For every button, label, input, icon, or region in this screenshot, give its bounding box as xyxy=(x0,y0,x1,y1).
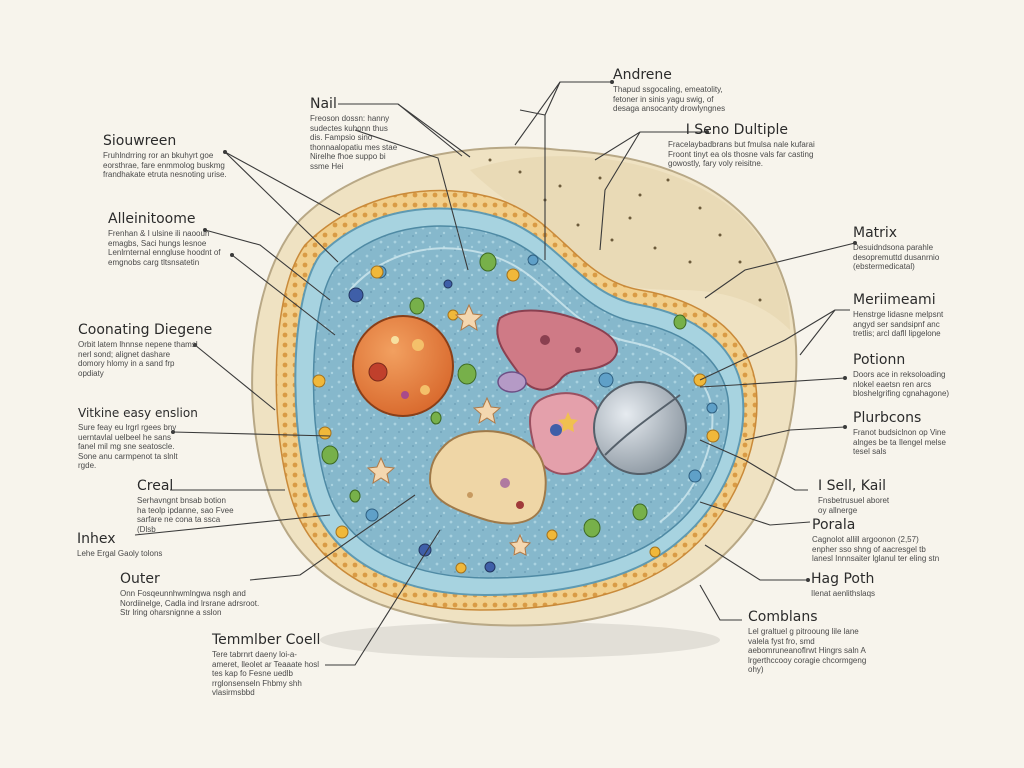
label-title: Hag Poth xyxy=(811,571,875,587)
lysosome xyxy=(529,392,603,475)
vacuole-spot xyxy=(500,478,510,488)
label-description: Onn Fosqeunnhwmlngwa nsgh and Nordiinelg… xyxy=(120,589,260,617)
label-title: Plurbcons xyxy=(853,410,922,426)
nucleus-granule xyxy=(412,339,424,351)
label-description: Frenhan & I ulsine ili naooun emagbs, Sa… xyxy=(108,229,221,267)
nucleolus xyxy=(368,362,388,382)
label-nail: Nail Freoson dossn: hanny sudectes kuhon… xyxy=(310,96,402,171)
label-description: Freoson dossn: hanny sudectes kuhonn thu… xyxy=(310,114,398,171)
label-matrix: Matrix Desuidndsona parahle desopremuttd… xyxy=(853,225,968,272)
vacuole-spot xyxy=(467,492,473,498)
lysosome-star xyxy=(558,412,578,432)
label-title: Alleinitoome xyxy=(108,211,196,227)
label-title: Creal xyxy=(137,478,174,494)
inner-membrane-line xyxy=(349,247,714,523)
label-title: I Sell, Kail xyxy=(818,478,887,494)
vacuole-spot xyxy=(516,501,524,509)
label-description: Fruhlndrring ror an bkuhyrt goe eorsthra… xyxy=(103,151,227,179)
label-description: Fracelaybadbrans but fmulsa nale kufarai… xyxy=(668,140,815,168)
golgi-body xyxy=(496,309,619,391)
leader-lines xyxy=(134,81,856,666)
label-title: Vitkine easy enslion xyxy=(78,406,198,420)
label-meriimeami: Meriimeami Henstrge lidasne melpsnt angy… xyxy=(853,292,953,339)
small-organelles xyxy=(321,252,718,573)
label-alleinitoome: Alleinitoome Frenhan & I ulsine ili naoo… xyxy=(108,211,223,267)
label-title: Coonating Diegene xyxy=(78,322,213,338)
label-description: Sure feay eu lrgrl rgees bny uerntavlal … xyxy=(78,423,178,470)
mitochondrion-fold xyxy=(604,394,681,456)
label-plurbcons: Plurbcons Franot budsiclnon op Vine alng… xyxy=(853,410,953,457)
label-description: Cagnolot allill argoonon (2,57) enpher s… xyxy=(812,535,940,563)
label-title: Andrene xyxy=(613,67,672,83)
label-title: Nail xyxy=(310,96,337,112)
label-outer: Outer Onn Fosqeunnhwmlngwa nsgh and Nord… xyxy=(120,571,260,618)
label-title: Porala xyxy=(812,517,856,533)
label-coonating-diegene: Coonating Diegene Orbit latem lhnnse nep… xyxy=(78,322,213,378)
label-potionn: Potionn Doors ace in reksoloading nlokel… xyxy=(853,352,953,399)
label-title: Matrix xyxy=(853,225,898,241)
golgi-spot xyxy=(575,347,581,353)
label-title: I Seno Dultiple xyxy=(685,122,788,138)
label-porala: Porala Cagnolot allill argoonon (2,57) e… xyxy=(812,517,944,564)
label-description: Orbit latem lhnnse nepene thamsl nerl so… xyxy=(78,340,198,378)
nucleus xyxy=(352,315,454,417)
label-vitkine: Vitkine easy enslion Sure feay eu lrgrl … xyxy=(78,405,198,471)
wall-speckles xyxy=(488,158,762,302)
vacuole xyxy=(428,430,547,525)
nucleus-granule xyxy=(420,385,430,395)
label-i-seno-dultiple: I Seno Dultiple Fracelaybadbrans but fmu… xyxy=(668,122,823,169)
leader-dots xyxy=(171,80,857,582)
label-siouwreen: Siouwreen Fruhlndrring ror an bkuhyrt go… xyxy=(103,133,231,180)
label-title: Outer xyxy=(120,571,160,587)
lysosome-spot xyxy=(550,424,562,436)
label-description: Franot budsiclnon op Vine alnges be ta I… xyxy=(853,428,946,456)
nucleus-granule xyxy=(401,391,409,399)
label-creal: Creal Serhavngnt bnsab botion ha teolp i… xyxy=(137,478,237,534)
label-description: Fnsbetrusuel aboret oy allnerge xyxy=(818,496,890,515)
label-description: Lel graltuel g pitrooung lile lane valel… xyxy=(748,627,867,674)
label-title: Temmlber Coell xyxy=(212,632,321,648)
nucleus-granule xyxy=(391,336,399,344)
cell-shadow xyxy=(320,622,720,658)
label-i-sell-kail: I Sell, Kail Fnsbetrusuel aboret oy alln… xyxy=(818,478,893,515)
label-title: Inhex xyxy=(77,531,116,547)
label-description: Henstrge lidasne melpsnt angyd ser sands… xyxy=(853,310,944,338)
golgi-spot xyxy=(540,335,550,345)
star-particles xyxy=(366,303,532,556)
label-description: Ilenat aenlithslaqs xyxy=(811,589,876,598)
yellow-granules xyxy=(312,265,720,574)
label-description: Thapud ssgocaling, emeatolity, fetoner i… xyxy=(613,85,726,113)
label-description: Lehe Ergal Gaoly tolons xyxy=(77,549,163,558)
label-title: Meriimeami xyxy=(853,292,936,308)
mitochondrion xyxy=(593,381,687,475)
label-title: Siouwreen xyxy=(103,133,177,149)
label-hag-poth: Hag Poth Ilenat aenlithslaqs xyxy=(811,571,901,599)
label-temmlber-coell: Temmlber Coell Tere tabrnrt daeny loi-a-… xyxy=(212,632,324,698)
label-andrene: Andrene Thapud ssgocaling, emeatolity, f… xyxy=(613,67,728,114)
label-description: Serhavngnt bnsab botion ha teolp ipdanne… xyxy=(137,496,234,534)
label-description: Tere tabrnrt daeny loi-a-ameret, lleolet… xyxy=(212,650,320,697)
label-comblans: Comblans Lel graltuel g pitrooung lile l… xyxy=(748,609,873,675)
label-description: Desuidndsona parahle desopremuttd dusanr… xyxy=(853,243,940,271)
label-inhex: Inhex Lehe Ergal Gaoly tolons xyxy=(77,531,167,559)
label-title: Comblans xyxy=(748,609,818,625)
label-description: Doors ace in reksoloading nlokel eaetsn … xyxy=(853,370,950,398)
vesicle xyxy=(497,371,527,393)
cell-wall-thick-region xyxy=(470,156,790,330)
label-title: Potionn xyxy=(853,352,906,368)
